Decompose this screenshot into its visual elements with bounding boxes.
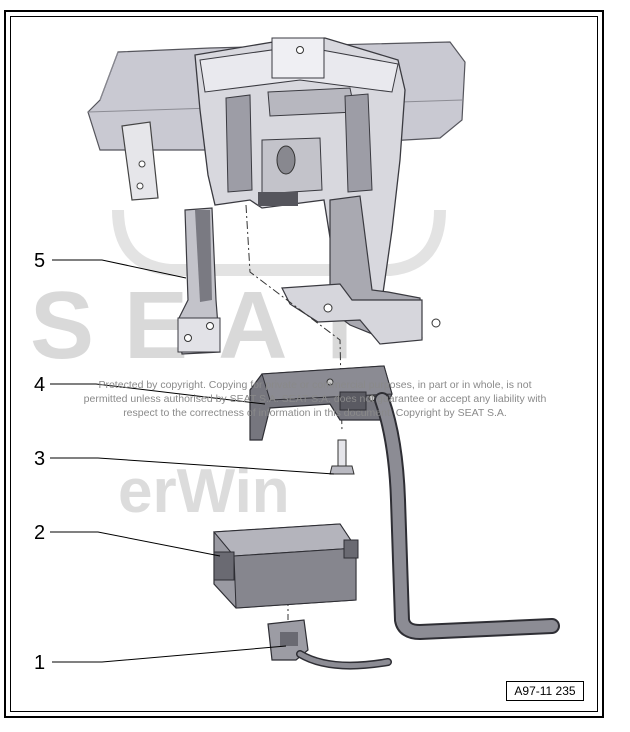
- left-side-bracket: [121, 121, 159, 201]
- callout-3: 3: [34, 448, 45, 470]
- copyright-line: respect to the correctness of informatio…: [123, 407, 507, 419]
- outer-frame: [4, 10, 604, 718]
- callout-leaders: [50, 259, 335, 663]
- bolt: [329, 439, 355, 475]
- seat-logo-shape: [112, 209, 446, 276]
- copyright-line: permitted unless authorised by SEAT S.A.…: [83, 393, 547, 405]
- copyright-notice: Protected by copyright. Copying for priv…: [0, 378, 630, 420]
- control-unit: [212, 523, 359, 609]
- holder-with-cable: [249, 365, 560, 641]
- figure-reference: A97-11 235: [506, 681, 584, 701]
- callout-4: 4: [34, 374, 45, 396]
- copyright-line: Protected by copyright. Copying for priv…: [98, 379, 532, 391]
- callout-1: 1: [34, 652, 45, 674]
- callout-2: 2: [34, 522, 45, 544]
- mounting-bracket-assembly: [177, 37, 441, 355]
- connector-with-wire: [267, 619, 392, 670]
- callout-5: 5: [34, 250, 45, 272]
- inner-frame: [10, 16, 598, 712]
- erwin-watermark-text: erWin: [118, 457, 290, 526]
